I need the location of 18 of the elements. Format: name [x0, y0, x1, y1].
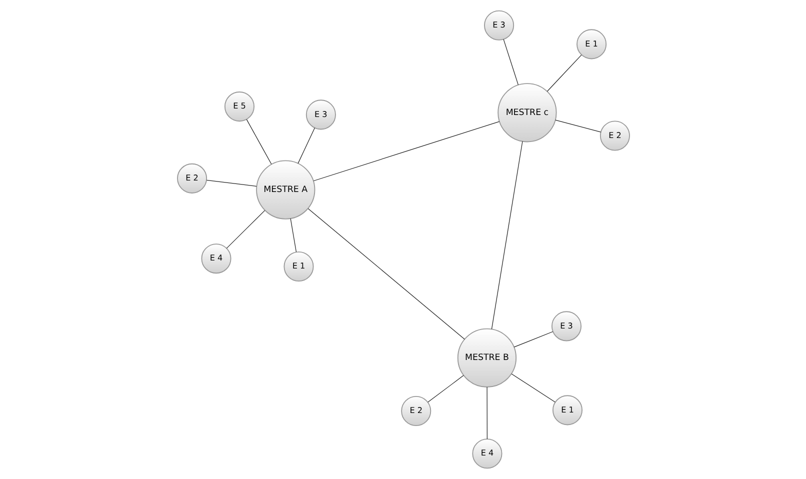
connector: [490, 141, 522, 330]
connector: [554, 120, 601, 132]
connector: [246, 119, 272, 164]
connector: [290, 218, 296, 252]
connector: [502, 39, 518, 86]
connector: [226, 210, 265, 249]
node-circle: MESTRE B: [456, 328, 516, 388]
node-circle: MESTRE c: [497, 83, 556, 142]
node-circle: MESTRE A: [256, 160, 315, 220]
connector: [206, 180, 256, 187]
connector: [297, 128, 315, 164]
connector: [510, 374, 555, 402]
connector: [546, 54, 582, 92]
connector: [307, 208, 464, 340]
connector: [427, 375, 464, 402]
connector: [486, 386, 487, 440]
connector: [513, 331, 553, 348]
connector: [312, 121, 500, 182]
